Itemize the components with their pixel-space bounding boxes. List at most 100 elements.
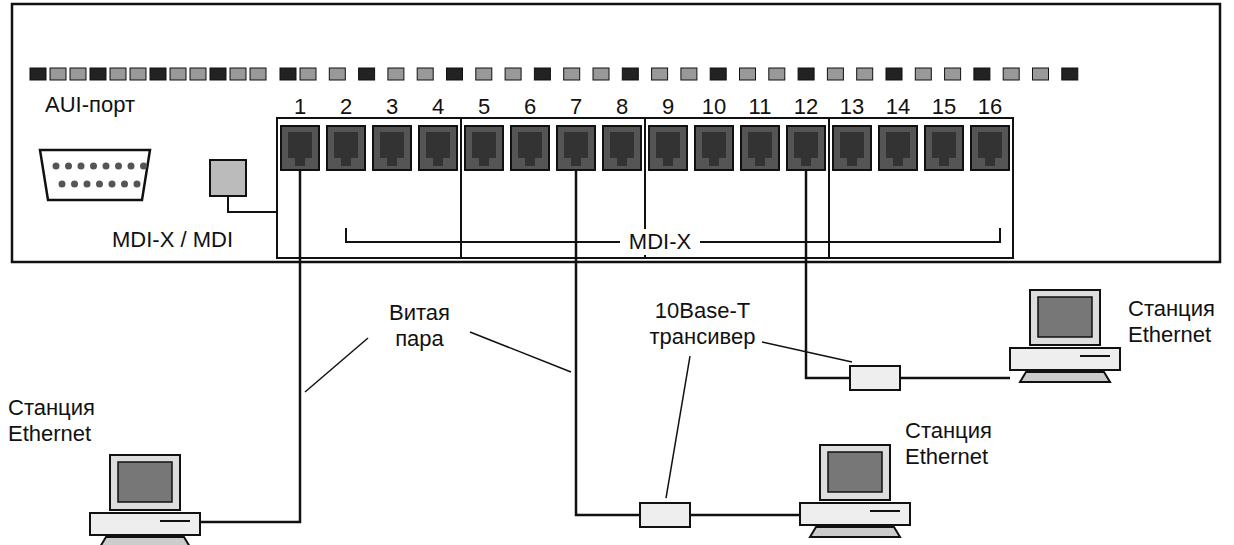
rj45-port [649, 126, 687, 170]
led [190, 68, 206, 80]
led [886, 68, 902, 80]
pin [134, 181, 141, 188]
mdix-label: MDI-X [620, 229, 700, 255]
led [652, 68, 668, 80]
led [359, 68, 375, 80]
pin [96, 181, 103, 188]
led [769, 68, 785, 80]
aui-connector [40, 150, 150, 200]
transceiver-label: 10Base-T трансивер [640, 298, 765, 350]
rj45-notch [479, 158, 489, 166]
pin [140, 163, 147, 170]
port-number: 4 [418, 94, 458, 120]
ethernet-station [90, 455, 200, 545]
pin [71, 181, 78, 188]
led [230, 68, 246, 80]
switch-bracket [228, 196, 277, 212]
transceiver [640, 503, 690, 527]
led [1062, 68, 1078, 80]
pin [128, 163, 135, 170]
station-label: Станция Ethernet [8, 395, 120, 447]
rj45-notch [985, 158, 995, 166]
rj45-notch [939, 158, 949, 166]
led [593, 68, 609, 80]
port-number: 16 [970, 94, 1010, 120]
rj45-socket [334, 132, 358, 158]
port-number: 15 [924, 94, 964, 120]
mdi-switch [210, 160, 246, 196]
pin [103, 163, 110, 170]
rj45-port [281, 126, 319, 170]
rj45-socket [702, 132, 726, 158]
led [798, 68, 814, 80]
led-row [30, 68, 1078, 80]
rj45-port [925, 126, 963, 170]
station-label: Станция Ethernet [1128, 296, 1228, 348]
leader-lines [305, 332, 852, 498]
led [250, 68, 266, 80]
rj45-socket [656, 132, 680, 158]
rj45-port [833, 126, 871, 170]
rj45-notch [525, 158, 535, 166]
pin [59, 181, 66, 188]
rj45-notch [755, 158, 765, 166]
led [210, 68, 226, 80]
rj45-socket [426, 132, 450, 158]
rj45-notch [295, 158, 305, 166]
rj45-notch [617, 158, 627, 166]
rj45-notch [709, 158, 719, 166]
pin [53, 163, 60, 170]
port-number: 2 [326, 94, 366, 120]
rj45-socket [610, 132, 634, 158]
led [130, 68, 146, 80]
rj45-ports [281, 126, 1009, 170]
rj45-port [879, 126, 917, 170]
led [915, 68, 931, 80]
rj45-port [603, 126, 641, 170]
led [534, 68, 550, 80]
led [622, 68, 638, 80]
led [1033, 68, 1049, 80]
rj45-socket [932, 132, 956, 158]
rj45-port [971, 126, 1009, 170]
led [974, 68, 990, 80]
led [857, 68, 873, 80]
rj45-notch [847, 158, 857, 166]
led [447, 68, 463, 80]
rj45-port [787, 126, 825, 170]
rj45-socket [288, 132, 312, 158]
aui-pins [53, 163, 148, 188]
led [170, 68, 186, 80]
rj45-port [373, 126, 411, 170]
led [50, 68, 66, 80]
pin [109, 181, 116, 188]
port-number: 5 [464, 94, 504, 120]
pin [78, 163, 85, 170]
pin [121, 181, 128, 188]
led [710, 68, 726, 80]
port-number: 10 [694, 94, 734, 120]
led [150, 68, 166, 80]
rj45-port [327, 126, 365, 170]
switch-label: MDI-X / MDI [112, 227, 233, 253]
rj45-port [557, 126, 595, 170]
pin [65, 163, 72, 170]
led [417, 68, 433, 80]
port-label: AUI-порт [45, 92, 135, 118]
rj45-notch [387, 158, 397, 166]
rj45-port [465, 126, 503, 170]
rj45-socket [748, 132, 772, 158]
pin [84, 181, 91, 188]
rj45-socket [564, 132, 588, 158]
cable-label: Витая пара [372, 300, 467, 352]
led [681, 68, 697, 80]
led [300, 68, 316, 80]
led [1003, 68, 1019, 80]
port-number: 11 [740, 94, 780, 120]
led [70, 68, 86, 80]
rj45-socket [518, 132, 542, 158]
port-number: 6 [510, 94, 550, 120]
port-number: 9 [648, 94, 688, 120]
port-number: 1 [280, 94, 320, 120]
ethernet-station [800, 445, 910, 537]
